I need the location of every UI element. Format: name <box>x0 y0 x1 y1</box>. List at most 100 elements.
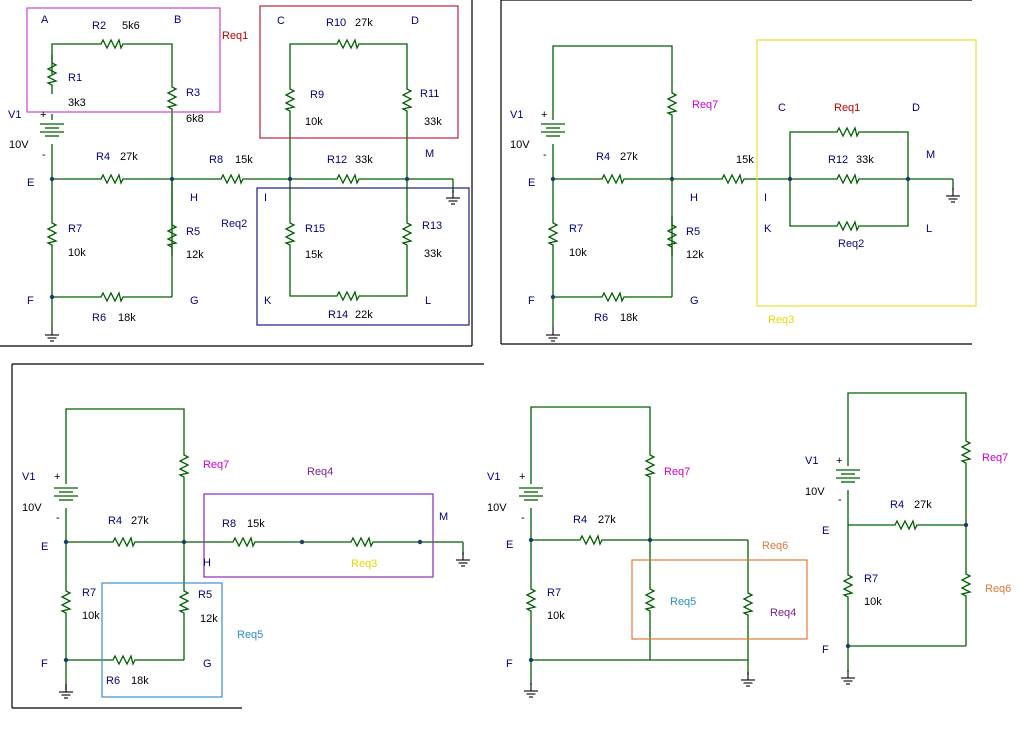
req7-label: Req7 <box>982 452 1008 464</box>
r12-value: 33k <box>355 154 373 166</box>
resistor-req7 <box>961 431 971 473</box>
source-name: V1 <box>805 455 818 467</box>
resistor-r6 <box>103 655 145 665</box>
r4-value: 27k <box>120 151 138 163</box>
node-label-h: H <box>690 192 698 204</box>
source-name: V1 <box>22 471 35 483</box>
source-value: 10V <box>510 139 530 151</box>
r12-value: 33k <box>856 154 874 166</box>
node-label-d: D <box>411 15 419 27</box>
r7-name: R7 <box>82 587 96 599</box>
req7-label: Req7 <box>692 99 718 111</box>
panel-final-equivalent: V1 10V + - Req7 R4 27k Req6 R7 10k E F <box>805 392 1011 685</box>
node-label-h: H <box>190 192 198 204</box>
resistor-r7 <box>548 213 558 255</box>
r7-value: 10k <box>68 247 86 259</box>
r1-name: R1 <box>68 72 82 84</box>
ground-icon <box>44 326 60 342</box>
r15-value: 15k <box>305 249 323 261</box>
req2-region-box <box>256 187 470 326</box>
source-value: 10V <box>487 502 507 514</box>
req1-region-box <box>26 7 221 113</box>
resistor-r7 <box>47 213 57 255</box>
req7-label: Req7 <box>203 459 229 471</box>
r12-name: R12 <box>327 154 347 166</box>
node-label-m: M <box>425 148 434 160</box>
node-label-f: F <box>41 658 48 670</box>
r7-value: 10k <box>82 610 100 622</box>
ground-icon <box>455 551 471 567</box>
voltage-source-v1 <box>53 487 79 501</box>
r7-name: R7 <box>569 223 583 235</box>
r3-value: 6k8 <box>186 113 204 125</box>
req6-label: Req6 <box>985 583 1011 595</box>
node-label-m: M <box>439 511 448 523</box>
node-label-g: G <box>690 295 699 307</box>
resistor-r9 <box>285 79 295 121</box>
resistor-req7 <box>645 445 655 487</box>
resistor-r13 <box>402 213 412 255</box>
req6-label: Req6 <box>762 540 788 552</box>
r4-name: R4 <box>96 151 110 163</box>
r8-value: 15k <box>247 518 265 530</box>
resistor-r15 <box>285 213 295 255</box>
r6-value: 18k <box>620 312 638 324</box>
req5-region-box <box>101 582 223 698</box>
resistor-req7 <box>179 445 189 487</box>
source-name: V1 <box>487 471 500 483</box>
resistor-r4 <box>592 174 634 184</box>
r7-value: 10k <box>864 596 882 608</box>
source-value: 10V <box>805 486 825 498</box>
node-label-f: F <box>27 295 34 307</box>
resistor-r7 <box>61 581 71 623</box>
r4-value: 27k <box>620 151 638 163</box>
resistor-req3 <box>341 537 383 547</box>
r4-name: R4 <box>890 499 904 511</box>
source-plus: + <box>54 471 60 483</box>
node-label-b: B <box>174 14 181 26</box>
r5-name: R5 <box>186 226 200 238</box>
node-label-d: D <box>912 102 920 114</box>
r2-value: 5k6 <box>122 20 140 32</box>
node-label-k: K <box>764 223 772 235</box>
r7-name: R7 <box>547 587 561 599</box>
ground-icon <box>58 683 74 699</box>
node-label-e: E <box>27 177 34 189</box>
resistor-r4 <box>103 537 145 547</box>
r10-value: 27k <box>355 17 373 29</box>
r6-value: 18k <box>118 312 136 324</box>
resistor-req6 <box>961 564 971 606</box>
resistor-req1 <box>827 127 869 137</box>
node-label-m: M <box>926 149 935 161</box>
node-label-k: K <box>264 295 272 307</box>
resistor-r11 <box>402 79 412 121</box>
resistor-r8 <box>223 537 265 547</box>
node-label-f: F <box>822 644 829 656</box>
req1b-region-box <box>259 5 459 139</box>
r8-name: R8 <box>209 154 223 166</box>
node-label-e: E <box>822 525 829 537</box>
req3-label: Req3 <box>351 558 377 570</box>
resistor-r5 <box>179 581 189 623</box>
r9-value: 10k <box>305 116 323 128</box>
ground-icon <box>445 189 461 205</box>
source-name: V1 <box>8 109 21 121</box>
resistor-r6 <box>91 292 133 302</box>
voltage-source-v1 <box>835 469 861 483</box>
req4-region-box <box>203 493 434 578</box>
resistor-r8 <box>712 174 754 184</box>
resistor-req4 <box>743 583 753 625</box>
resistor-r6 <box>592 292 634 302</box>
r2-name: R2 <box>92 20 106 32</box>
req2-label: Req2 <box>221 218 247 230</box>
r5-value: 12k <box>200 613 218 625</box>
resistor-r4 <box>885 520 927 530</box>
source-plus: + <box>541 109 547 121</box>
node-label-l: L <box>926 223 932 235</box>
req7-label: Req7 <box>664 466 690 478</box>
resistor-r7 <box>843 565 853 607</box>
node-label-g: G <box>203 658 212 670</box>
resistor-r12 <box>827 174 869 184</box>
node-label-h: H <box>203 557 211 569</box>
